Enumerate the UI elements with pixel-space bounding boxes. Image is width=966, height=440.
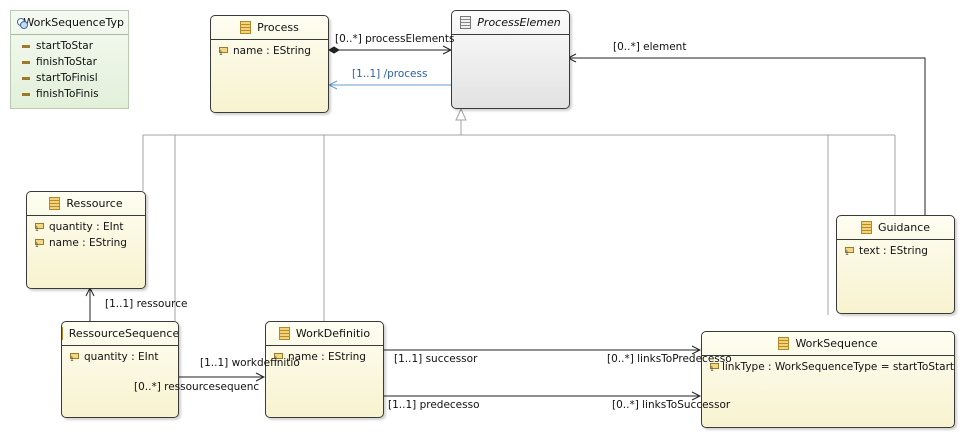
inheritance-tree [142, 107, 896, 321]
class-header: ProcessElemen [452, 11, 569, 34]
literal-label: startToStar [36, 40, 94, 52]
enum-literal[interactable]: startToStar [21, 38, 128, 54]
class-header: WorkDefinitio [266, 322, 383, 345]
eattribute-icon [274, 352, 283, 363]
class-worksequence[interactable]: WorkSequence linkType : WorkSequenceType… [701, 331, 955, 428]
eattribute-icon [35, 238, 44, 249]
divider [62, 345, 178, 346]
attribute-label: name : EString [288, 351, 366, 363]
class-name: ProcessElemen [477, 16, 561, 29]
attribute-label: quantity : EInt [84, 351, 159, 363]
enum-literal-icon [22, 76, 30, 80]
enum-literal-icon [22, 60, 30, 64]
class-processelement[interactable]: ProcessElemen [451, 10, 570, 109]
divider [837, 239, 954, 240]
attribute-label: quantity : EInt [49, 221, 124, 233]
enum-literal-icon [22, 44, 30, 48]
attribute[interactable]: name : EString [274, 349, 383, 365]
divider [702, 355, 954, 356]
generalization-triangle [455, 107, 467, 121]
literal-label: startToFinisl [36, 72, 98, 84]
eclass-icon [240, 21, 252, 34]
class-name: RessourceSequence [68, 327, 179, 340]
divider [211, 39, 328, 40]
class-name: WorkDefinitio [295, 327, 371, 340]
attribute[interactable]: quantity : EInt [70, 349, 178, 365]
eclass-icon [278, 327, 290, 340]
label-element[interactable]: [0..*] element [613, 41, 687, 53]
eclass-icon [62, 327, 63, 340]
divider [452, 34, 569, 35]
class-ressourcesequence[interactable]: RessourceSequence quantity : EInt [61, 321, 179, 418]
attribute-label: linkType : WorkSequenceType = startToSta… [721, 361, 954, 373]
enum-name: WorkSequenceTyp [23, 16, 124, 29]
eclass-icon [860, 221, 872, 234]
guidance-element-reference [568, 58, 926, 215]
label-ressourcesequence[interactable]: [0..*] ressourcesequenc [134, 381, 260, 393]
label-predecessor[interactable]: [1..1] predecesso [388, 399, 480, 411]
eclass-icon [778, 337, 790, 350]
divider [27, 215, 145, 216]
literal-label: finishToStar [36, 56, 97, 68]
eattribute-icon [35, 222, 44, 233]
enum-literal[interactable]: finishToFinis [21, 86, 128, 102]
class-header: WorkSequence [702, 332, 954, 355]
enum-header: WorkSequenceTyp [11, 11, 128, 34]
class-header: Process [211, 16, 328, 39]
class-name: Ressource [66, 197, 123, 210]
class-ressource[interactable]: Ressource quantity : EInt name : EString [26, 191, 146, 289]
eattribute-icon [710, 362, 719, 373]
enum-literal-icon [22, 92, 30, 96]
class-name: Process [257, 21, 299, 34]
attribute-label: name : EString [233, 45, 311, 57]
class-header: Guidance [837, 216, 954, 239]
literal-label: finishToFinis [36, 88, 99, 100]
eattribute-icon [845, 246, 854, 257]
label-workdefinition[interactable]: [1..1] workdefinitio [200, 357, 300, 369]
attribute[interactable]: quantity : EInt [35, 219, 145, 235]
attribute[interactable]: name : EString [219, 43, 328, 59]
attribute[interactable]: linkType : WorkSequenceType = startToSta… [710, 359, 954, 375]
label-process-elements[interactable]: [0..*] processElements [335, 33, 455, 45]
eclass-icon [49, 197, 61, 210]
label-ressource[interactable]: [1..1] ressource [105, 298, 188, 310]
class-header: Ressource [27, 192, 145, 215]
enum-literal[interactable]: finishToStar [21, 54, 128, 70]
label-process-opposite[interactable]: [1..1] /process [352, 68, 428, 80]
class-name: WorkSequence [795, 337, 878, 350]
divider [11, 34, 128, 35]
eattribute-icon [219, 46, 228, 57]
label-links-to-successor[interactable]: [0..*] linksToSuccessor [612, 399, 731, 411]
eattribute-icon [70, 352, 79, 363]
divider [266, 345, 383, 346]
attribute-label: text : EString [859, 245, 928, 257]
class-header: RessourceSequence [62, 322, 178, 345]
class-guidance[interactable]: Guidance text : EString [836, 215, 955, 314]
abstract-eclass-icon [460, 16, 472, 29]
class-workdefinition[interactable]: WorkDefinitio name : EString [265, 321, 384, 418]
enum-worksequencetype[interactable]: WorkSequenceTyp startToStar finishToStar… [10, 10, 129, 109]
attribute[interactable]: text : EString [845, 243, 954, 259]
enum-literal[interactable]: startToFinisl [21, 70, 128, 86]
attribute-label: name : EString [49, 237, 127, 249]
class-process[interactable]: Process name : EString [210, 15, 329, 113]
label-successor[interactable]: [1..1] successor [394, 353, 478, 365]
attribute[interactable]: name : EString [35, 235, 145, 251]
label-links-to-predecessor[interactable]: [0..*] linksToPredecesso [607, 353, 732, 365]
class-name: Guidance [877, 221, 931, 234]
